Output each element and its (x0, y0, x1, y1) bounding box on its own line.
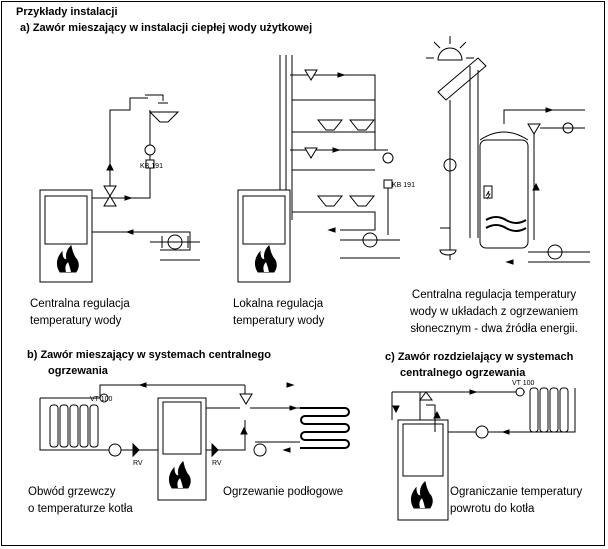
rv-valve (211, 442, 219, 458)
caption-b1: Obwód grzewczy o temperaturze kotła (28, 486, 133, 515)
diagram-a3-solar (426, 36, 590, 265)
diagram-a1-central-regulation (39, 94, 200, 283)
page-title: Przykłady instalacji (16, 6, 118, 18)
label-rv-b1: RV (133, 460, 143, 467)
pump-icon (253, 443, 267, 457)
caption-a1: Centralna regulacja temperatury wody (30, 298, 130, 327)
flame-icon (168, 460, 191, 489)
section-c-title-line1: c) Zawór rozdzielający w systemach (385, 351, 574, 363)
flame-icon (410, 480, 433, 509)
flame-icon (56, 244, 79, 273)
section-b-title-line2: ogrzewania (48, 365, 108, 377)
sink-icon (148, 111, 180, 123)
caption-a3: Centralna regulacja temperatury wody w u… (410, 289, 579, 335)
caption-a2: Lokalna regulacja temperatury wody (233, 298, 325, 327)
diagram-a2-local-regulation (237, 55, 400, 283)
caption-b2: Ogrzewanie podłogowe (223, 486, 344, 498)
thermometer-icon (382, 152, 394, 164)
pump-icon (475, 425, 489, 439)
label-rv-b2: RV (212, 460, 222, 467)
section-b-title-line1: b) Zawór mieszający w systemach centraln… (27, 349, 271, 361)
radiator-c (529, 387, 569, 433)
section-a-title: a) Zawór mieszający w instalacji ciepłej… (20, 22, 313, 34)
diagram-b-central-heating (39, 382, 350, 501)
solar-collector (437, 57, 487, 101)
flame-icon (254, 244, 277, 273)
radiator-b (49, 404, 99, 448)
sun-icon (437, 47, 463, 61)
floor-heating (300, 407, 350, 449)
rv-valve (132, 442, 140, 458)
storage-tank (479, 139, 529, 249)
thermometer-icon (144, 144, 156, 156)
label-kb-a1: KB 191 (140, 163, 163, 170)
pump-icon (108, 443, 122, 457)
caption-c1: Ograniczanie temperatury powrotu do kotł… (450, 486, 583, 515)
diagram-c-diverting-valve (391, 387, 576, 521)
section-c-title-line2: centralnego ogrzewania (400, 367, 526, 379)
label-vt-b: VT 100 (90, 396, 113, 403)
label-vt-c: VT 100 (512, 380, 535, 387)
boiler-a1-panel (44, 195, 88, 245)
label-kb-a2: KB 191 (392, 182, 415, 189)
